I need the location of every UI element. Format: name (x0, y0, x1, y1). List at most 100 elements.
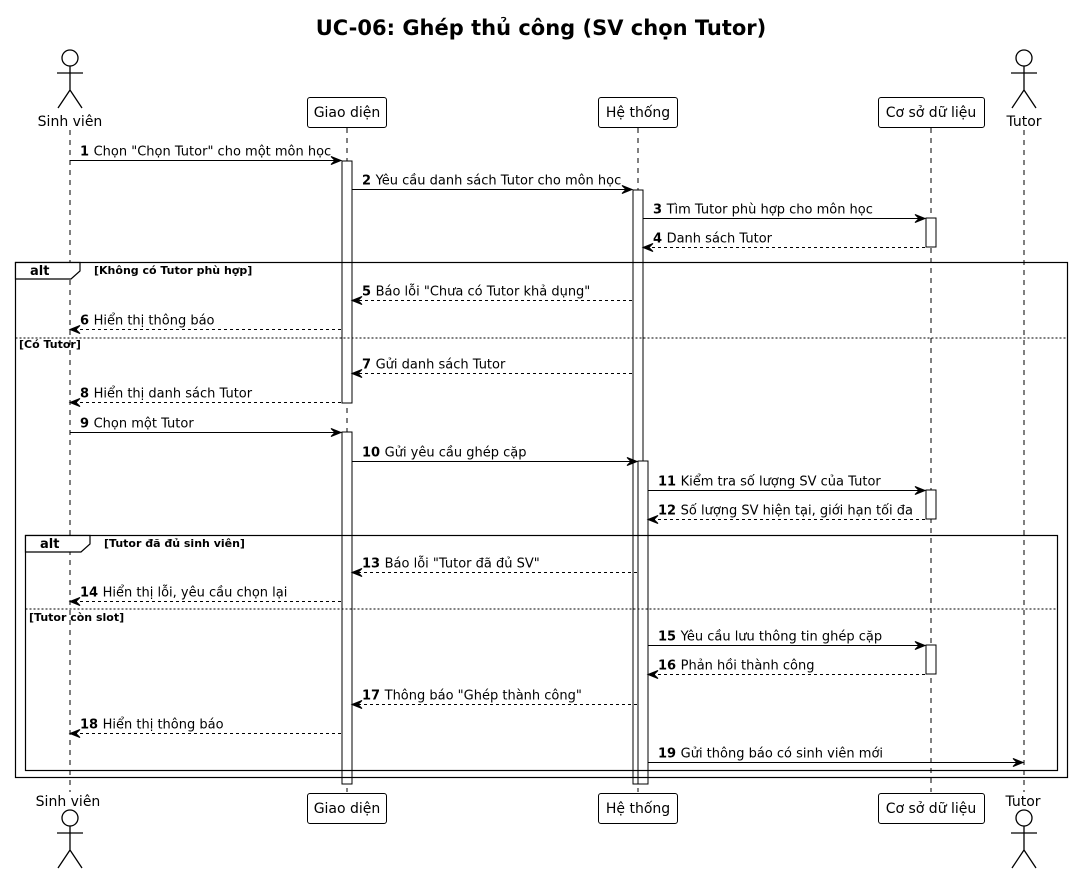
participant-label-sinh-vien: Sinh viên (38, 114, 103, 130)
message-text: Báo lỗi "Tutor đã đủ SV" (385, 557, 540, 572)
actor-sinh-vien-top: Sinh viên (38, 49, 103, 130)
message-text: Hiển thị thông báo (103, 718, 224, 733)
participant-giao-dien-bottom: Giao diện (307, 793, 387, 824)
message-text: Gửi danh sách Tutor (376, 358, 506, 373)
activation-bar (925, 217, 937, 248)
message-15: 15 Yêu cầu lưu thông tin ghép cặp (648, 630, 927, 650)
arrowhead-icon (330, 156, 343, 165)
message-label: 2 Yêu cầu danh sách Tutor cho môn học (362, 174, 621, 189)
actor-head-icon (1015, 809, 1033, 827)
actor-head-icon (1015, 49, 1033, 67)
arrowhead-icon (68, 398, 81, 407)
message-number: 15 (658, 630, 681, 645)
message-13: 13 Báo lỗi "Tutor đã đủ SV" (350, 557, 637, 577)
message-16: 16 Phản hồi thành công (646, 659, 925, 679)
message-18: 18 Hiển thị thông báo (68, 718, 341, 738)
message-text: Phản hồi thành công (681, 659, 815, 674)
message-14: 14 Hiển thị lỗi, yêu cầu chọn lại (68, 586, 341, 606)
message-text: Hiển thị lỗi, yêu cầu chọn lại (103, 586, 288, 601)
participant-box (878, 793, 985, 824)
message-number: 14 (80, 586, 103, 601)
activation-bar (925, 489, 937, 520)
arrowhead-icon (914, 641, 927, 650)
message-text: Hiển thị danh sách Tutor (94, 387, 253, 402)
message-label: 14 Hiển thị lỗi, yêu cầu chọn lại (80, 586, 287, 601)
message-number: 18 (80, 718, 103, 733)
message-11: 11 Kiểm tra số lượng SV của Tutor (648, 475, 927, 495)
message-6: 6 Hiển thị thông báo (68, 314, 341, 334)
message-number: 8 (80, 387, 94, 402)
message-1: 1 Chọn "Chọn Tutor" cho một môn học (70, 145, 343, 165)
arrowhead-icon (621, 185, 634, 194)
message-label: 11 Kiểm tra số lượng SV của Tutor (658, 475, 881, 490)
fragment-tag (14, 261, 81, 280)
message-text: Kiểm tra số lượng SV của Tutor (681, 475, 882, 490)
arrowhead-icon (68, 729, 81, 738)
participant-label-he-thong: Hệ thống (606, 104, 670, 121)
participant-label-he-thong: Hệ thống (606, 800, 670, 817)
activation-bar (341, 431, 353, 785)
participant-giao-dien-top: Giao diện (307, 97, 387, 128)
arrowhead-icon (914, 486, 927, 495)
participant-co-so-du-lieu-bottom: Cơ sở dữ liệu (878, 793, 985, 824)
arrowhead-icon (626, 457, 639, 466)
message-text: Yêu cầu danh sách Tutor cho môn học (375, 174, 622, 189)
message-number: 12 (658, 504, 681, 519)
message-number: 10 (362, 446, 385, 461)
participant-co-so-du-lieu-top: Cơ sở dữ liệu (878, 97, 985, 128)
message-label: 5 Báo lỗi "Chưa có Tutor khả dụng" (362, 285, 590, 300)
message-label: 13 Báo lỗi "Tutor đã đủ SV" (362, 557, 540, 572)
arrowhead-icon (350, 369, 363, 378)
message-number: 13 (362, 557, 385, 572)
message-text: Tìm Tutor phù hợp cho môn học (666, 203, 873, 218)
message-number: 11 (658, 475, 681, 490)
fragment-label: alt (30, 264, 49, 279)
fragment-label: alt (40, 537, 59, 552)
arrowhead-icon (646, 670, 659, 679)
participant-box (598, 97, 678, 128)
diagram-title: UC-06: Ghép thủ công (SV chọn Tutor) (316, 16, 767, 40)
message-number: 16 (658, 659, 681, 674)
participant-label-giao-dien: Giao diện (314, 801, 381, 817)
message-number: 4 (653, 232, 667, 247)
participant-box (878, 97, 985, 128)
alt-fragment-inner: alt [Tutor đã đủ sinh viên] [Tutor còn s… (24, 534, 1059, 772)
participant-label-co-so-du-lieu: Cơ sở dữ liệu (886, 105, 977, 121)
guard-label: [Tutor đã đủ sinh viên] (104, 537, 245, 550)
guard-label: [Tutor còn slot] (29, 611, 124, 624)
message-text: Gửi yêu cầu ghép cặp (385, 446, 527, 461)
message-label: 3 Tìm Tutor phù hợp cho môn học (653, 203, 873, 218)
message-text: Chọn "Chọn Tutor" cho một môn học (94, 145, 332, 160)
participant-he-thong-bottom: Hệ thống (598, 793, 678, 824)
message-label: 6 Hiển thị thông báo (80, 314, 215, 329)
actor-sinh-vien-bottom: Sinh viên (36, 794, 100, 869)
message-7: 7 Gửi danh sách Tutor (350, 358, 632, 378)
participant-box (307, 793, 387, 824)
message-label: 18 Hiển thị thông báo (80, 718, 224, 733)
message-text: Chọn một Tutor (94, 417, 195, 432)
fragment-frame (14, 261, 1069, 779)
fragment-tag (24, 534, 91, 553)
message-2: 2 Yêu cầu danh sách Tutor cho môn học (352, 174, 634, 194)
arrowhead-icon (646, 515, 659, 524)
participant-box (307, 97, 387, 128)
activation-bar (925, 644, 937, 675)
actor-head-icon (61, 49, 79, 67)
message-5: 5 Báo lỗi "Chưa có Tutor khả dụng" (350, 285, 632, 305)
message-label: 1 Chọn "Chọn Tutor" cho một môn học (80, 145, 331, 160)
message-text: Yêu cầu lưu thông tin ghép cặp (680, 630, 883, 645)
message-number: 6 (80, 314, 94, 329)
message-text: Danh sách Tutor (667, 232, 773, 247)
arrowhead-icon (1012, 758, 1025, 767)
message-12: 12 Số lượng SV hiện tại, giới hạn tối đa (646, 504, 925, 524)
participant-label-giao-dien: Giao diện (314, 105, 381, 121)
arrowhead-icon (68, 597, 81, 606)
message-text: Số lượng SV hiện tại, giới hạn tối đa (681, 504, 913, 519)
arrowhead-icon (330, 428, 343, 437)
message-label: 17 Thông báo "Ghép thành công" (362, 689, 582, 704)
alt-fragment-outer: alt [Không có Tutor phù hợp] [Có Tutor] (14, 261, 1069, 779)
message-number: 17 (362, 689, 385, 704)
participant-he-thong-top: Hệ thống (598, 97, 678, 128)
message-text: Thông báo "Ghép thành công" (384, 689, 582, 704)
